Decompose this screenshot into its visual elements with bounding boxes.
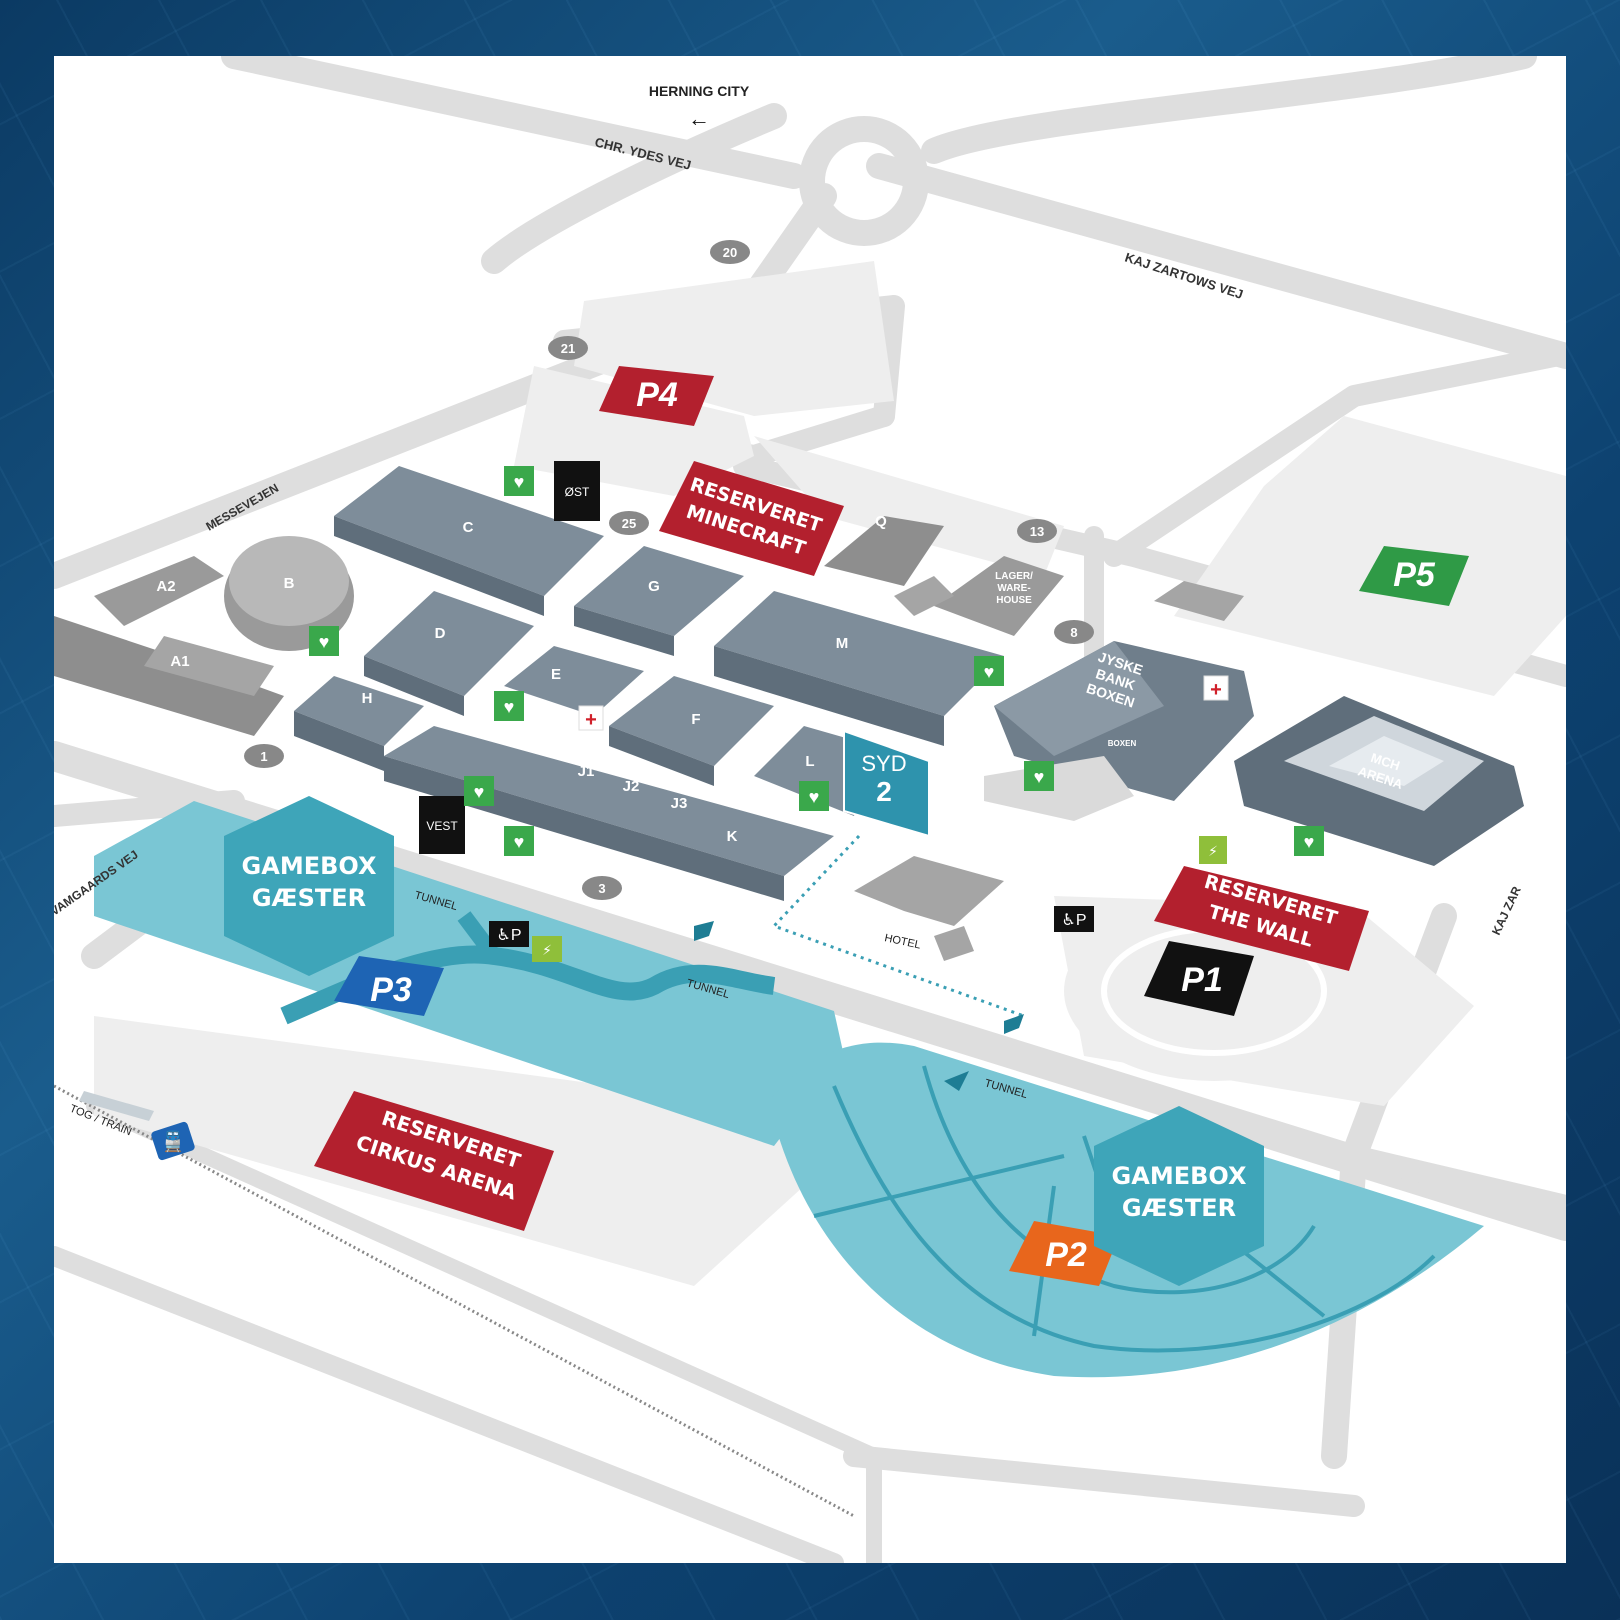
hall-l: L <box>805 753 814 770</box>
svg-text:⚡: ⚡ <box>542 942 552 958</box>
gamebox-west-line-2: GÆSTER <box>252 884 366 912</box>
svg-text:♥: ♥ <box>809 787 820 807</box>
hall-g: G <box>648 578 660 595</box>
svg-text:⚡: ⚡ <box>1208 843 1218 859</box>
svg-text:♥: ♥ <box>504 697 515 717</box>
wheelchair-parking-icon: ♿P <box>1054 906 1094 932</box>
gamebox-guests-west: GAMEBOX GÆSTER <box>224 796 394 976</box>
svg-text:♿P: ♿P <box>496 927 521 944</box>
parking-p2-label: P2 <box>1045 1236 1087 1274</box>
svg-text:♿P: ♿P <box>1061 912 1086 929</box>
buildings <box>54 466 1524 961</box>
road-label-kaj-zar: KAJ ZAR <box>1489 884 1524 937</box>
aed-heart-icon: ♥ <box>464 776 494 806</box>
gamebox-west-line-1: GAMEBOX <box>242 852 377 880</box>
entrance-vest[interactable]: VEST <box>419 796 465 854</box>
hall-d: D <box>435 625 446 642</box>
hall-m: M <box>836 635 849 652</box>
parking-p5[interactable]: P5 <box>1359 546 1469 606</box>
svg-text:♥: ♥ <box>474 782 485 802</box>
parking-p5-label: P5 <box>1393 556 1436 594</box>
tunnel-entrances <box>694 921 1024 1091</box>
aed-heart-icon: ♥ <box>974 656 1004 686</box>
svg-text:♥: ♥ <box>514 472 525 492</box>
ev-charging-icon: ⚡ <box>1199 836 1227 864</box>
railway-track <box>54 1084 855 1518</box>
svg-text:♥: ♥ <box>514 832 525 852</box>
aed-markers: ♥ ♥ ♥ ♥ ♥ ♥ ♥ ♥ ♥ <box>309 466 1324 856</box>
parking-p4-label: P4 <box>636 376 678 414</box>
hall-e: E <box>551 666 561 683</box>
gate-1: 1 <box>260 749 267 764</box>
arrow-left-icon: ← <box>688 106 710 131</box>
hall-q: Q <box>875 513 887 530</box>
entrance-syd-2[interactable]: SYD 2 <box>843 729 930 838</box>
gamebox-guests-south: GAMEBOX GÆSTER <box>1094 1106 1264 1286</box>
aed-heart-icon: ♥ <box>309 626 339 656</box>
hall-c: C <box>463 519 474 536</box>
entrance-syd-word: SYD <box>861 751 906 776</box>
parking-p1[interactable]: P1 <box>1144 941 1254 1016</box>
svg-text:♥: ♥ <box>984 662 995 682</box>
gamebox-south-line-1: GAMEBOX <box>1112 1162 1247 1190</box>
aed-heart-icon: ♥ <box>494 691 524 721</box>
parking-p3-label: P3 <box>370 971 412 1009</box>
aed-heart-icon: ♥ <box>504 466 534 496</box>
aed-heart-icon: ♥ <box>504 826 534 856</box>
roundabout <box>799 116 929 246</box>
svg-text:♥: ♥ <box>319 632 330 652</box>
gate-13: 13 <box>1030 524 1044 539</box>
train-icon: 🚆 <box>161 1129 186 1153</box>
lager-warehouse-label: LAGER/ WARE- HOUSE <box>995 571 1033 606</box>
hall-j3: J3 <box>671 795 688 812</box>
gamebox-south-line-2: GÆSTER <box>1122 1194 1236 1222</box>
lager-line-3: HOUSE <box>996 595 1032 606</box>
walking-path <box>771 834 1025 1018</box>
parking-p4[interactable]: P4 <box>599 366 714 426</box>
gate-21: 21 <box>561 341 575 356</box>
aed-heart-icon: ♥ <box>799 781 829 811</box>
entrance-ost[interactable]: ØST <box>554 461 600 521</box>
hall-k: K <box>727 828 738 845</box>
gate-8: 8 <box>1070 625 1077 640</box>
entrance-ost-label: ØST <box>565 485 590 499</box>
hall-a2: A2 <box>156 578 175 595</box>
aed-heart-icon: ♥ <box>1294 826 1324 856</box>
parking-p3[interactable]: P3 <box>334 956 444 1016</box>
svg-text:+: + <box>585 709 597 731</box>
gate-25: 25 <box>622 516 636 531</box>
road-label-herning-city: HERNING CITY <box>649 83 750 99</box>
wheelchair-parking-icon: ♿P <box>489 921 529 947</box>
first-aid-markers: + + <box>578 675 1229 731</box>
gate-3: 3 <box>598 881 605 896</box>
parking-p1-label: P1 <box>1181 961 1223 999</box>
svg-text:♥: ♥ <box>1304 832 1315 852</box>
ev-charging-icon: ⚡ <box>532 936 562 962</box>
hall-h: H <box>362 690 373 707</box>
hotel-label: HOTEL <box>883 932 921 951</box>
gate-20: 20 <box>723 245 737 260</box>
parking-p2[interactable]: P2 <box>1009 1221 1119 1286</box>
hall-a1: A1 <box>170 653 189 670</box>
lager-line-2: WARE- <box>997 583 1030 594</box>
entrance-syd-number: 2 <box>876 776 892 807</box>
svg-text:+: + <box>1210 679 1222 701</box>
venue-map: HERNING CITY ← CHR. YDES VEJ KAJ ZARTOWS… <box>54 56 1566 1563</box>
first-aid-cross-icon: + <box>578 705 604 731</box>
svg-text:♥: ♥ <box>1034 767 1045 787</box>
aed-heart-icon: ♥ <box>1024 761 1054 791</box>
hall-j1: J1 <box>578 763 595 780</box>
gate-markers: 1 3 8 13 20 21 25 <box>244 240 1094 900</box>
lager-line-1: LAGER/ <box>995 571 1033 582</box>
hall-b: B <box>284 575 295 592</box>
boxen-logo: BOXEN <box>1108 739 1137 748</box>
entrance-vest-label: VEST <box>426 819 458 833</box>
first-aid-cross-icon: + <box>1203 675 1229 701</box>
hall-j2: J2 <box>623 778 640 795</box>
hall-f: F <box>691 711 700 728</box>
